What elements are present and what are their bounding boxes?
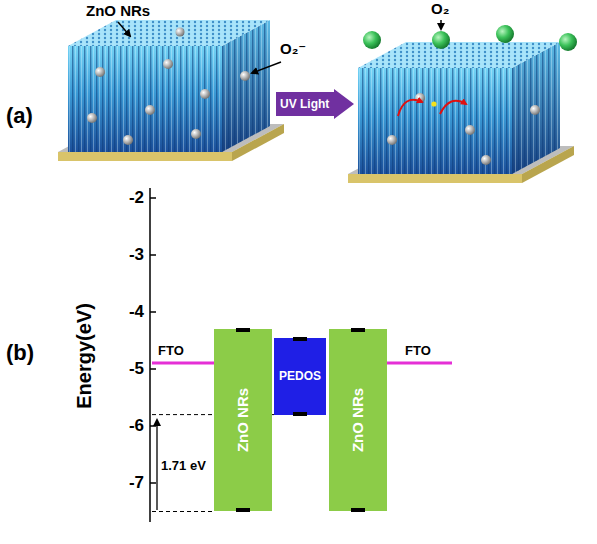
- desorption-arrow: [398, 100, 422, 116]
- energy-band-box: PEDOS: [274, 338, 326, 415]
- panel-label: (b): [6, 340, 34, 365]
- energy-band-bar: ZnO NRs: [329, 329, 387, 511]
- label-holder: O₂⁻: [280, 40, 306, 58]
- tick-label: -5: [129, 359, 144, 379]
- label-holder: -6: [129, 416, 144, 436]
- dashed-guide: [152, 511, 214, 512]
- tick-label: -7: [129, 473, 144, 493]
- electrode-label: FTO: [405, 343, 431, 358]
- label-holder: -2: [129, 188, 144, 208]
- oxygen-molecules: [363, 25, 577, 51]
- leader-line: [118, 22, 130, 36]
- desorption-arrow: [440, 101, 466, 114]
- label-holder: -7: [129, 473, 144, 493]
- label-holder: FTO: [405, 341, 431, 359]
- material-label: ZnO NRs: [86, 2, 150, 19]
- label-holder: O₂: [431, 0, 449, 18]
- tick-label: -2: [129, 188, 144, 208]
- label-holder: FTO: [158, 341, 184, 359]
- remaining-ions: [387, 93, 540, 165]
- axis-title: Energy(eV): [73, 303, 96, 409]
- label-holder: (b): [6, 340, 34, 365]
- gas-label: O₂: [431, 0, 449, 17]
- leader-line: [440, 20, 442, 29]
- energy-axis: [150, 188, 156, 522]
- band-edge-mark: [351, 508, 365, 512]
- label-holder: (a): [6, 103, 33, 128]
- uv-light-arrow: UV Light: [276, 89, 354, 119]
- node-text: UV Light: [276, 89, 354, 119]
- node-text: ZnO NRs: [234, 388, 251, 452]
- label-holder: ZnO NRs: [86, 2, 150, 20]
- panel-label: (a): [6, 103, 33, 128]
- ion-label: O₂⁻: [280, 40, 306, 57]
- gap-arrow: [156, 420, 157, 510]
- node-text: PEDOS: [279, 370, 321, 384]
- node-text: ZnO NRs: [349, 388, 366, 452]
- tick-label: -3: [129, 245, 144, 265]
- leader-line: [252, 62, 281, 73]
- electrode-label: FTO: [158, 343, 184, 358]
- label-holder: 1.71 eV: [161, 456, 206, 474]
- adsorbed-ions: [87, 28, 250, 146]
- fto-level: [152, 362, 214, 365]
- energy-band-bar: ZnO NRs: [214, 329, 272, 511]
- band-edge-mark: [293, 337, 307, 341]
- label-holder: -3: [129, 245, 144, 265]
- band-edge-mark: [351, 328, 365, 332]
- band-edge-mark: [236, 328, 250, 332]
- label-holder: -4: [129, 302, 144, 322]
- tick-label: -4: [129, 302, 144, 322]
- band-edge-mark: [236, 508, 250, 512]
- tick-label: -6: [129, 416, 144, 436]
- band-edge-mark: [293, 412, 307, 416]
- gap-value: 1.71 eV: [161, 458, 206, 473]
- label-holder: -5: [129, 359, 144, 379]
- fto-level: [387, 362, 452, 365]
